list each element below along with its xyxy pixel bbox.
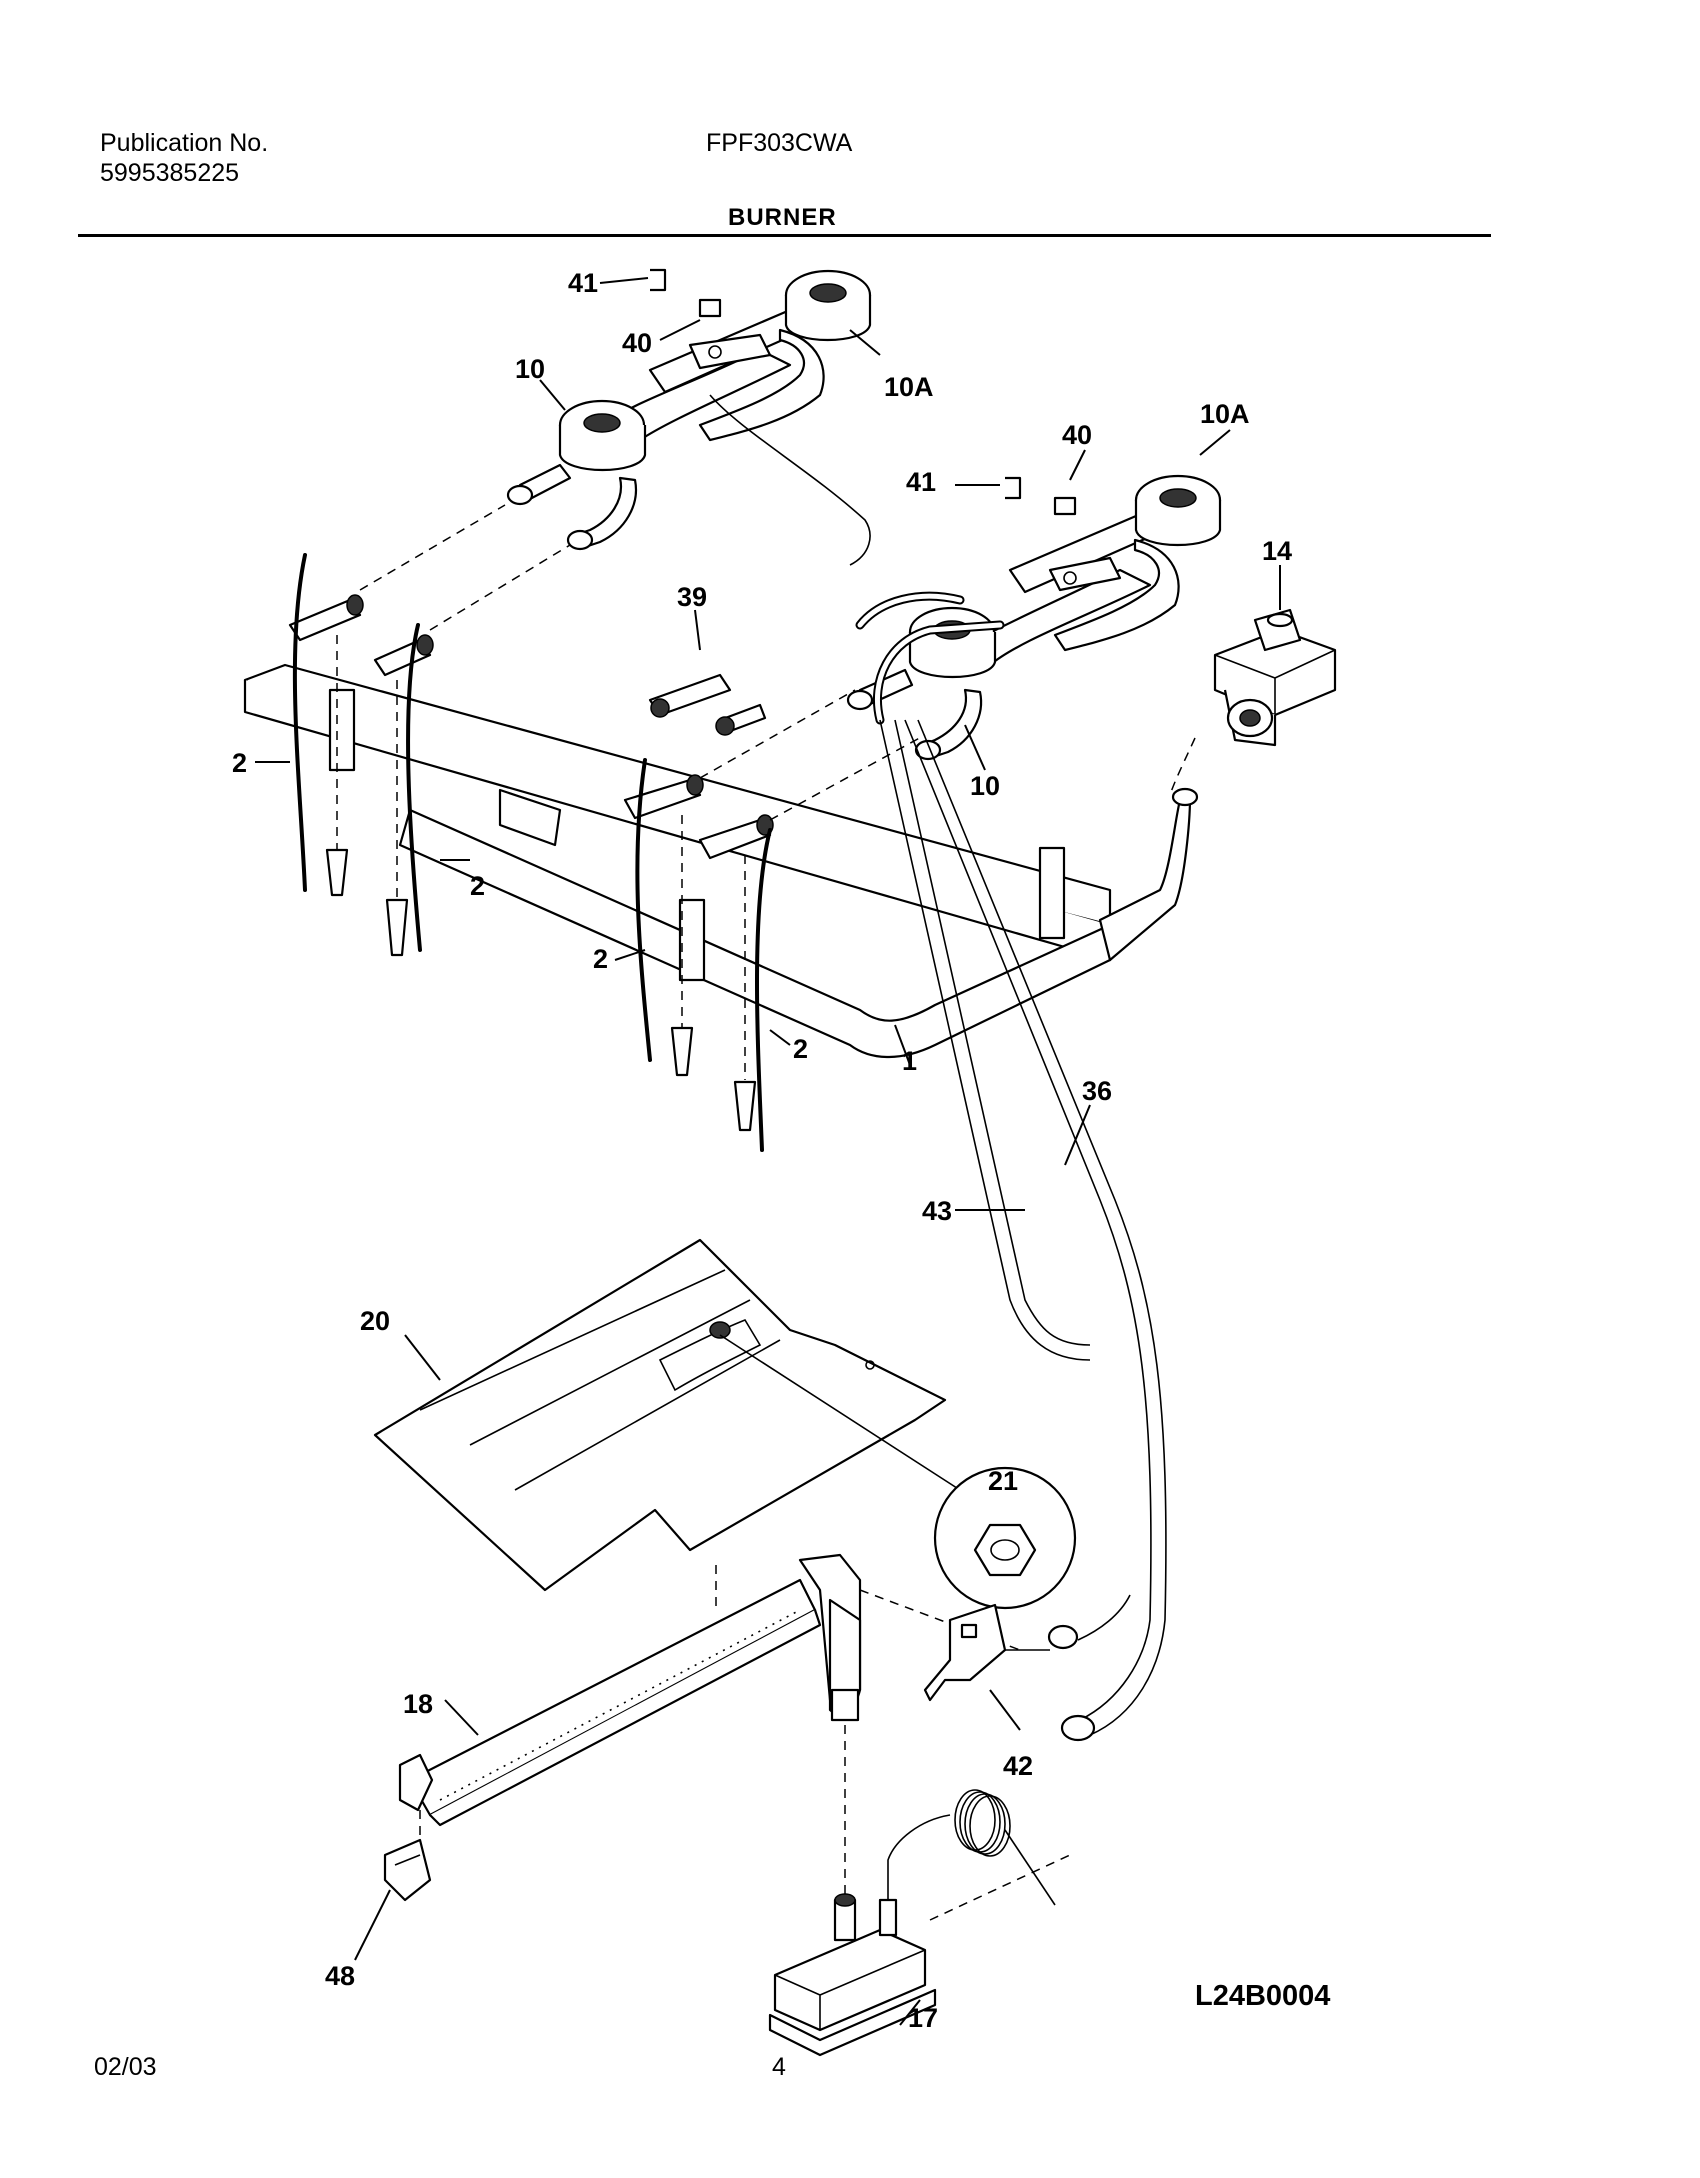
burner-pair-left	[506, 268, 872, 566]
callout-20: 20	[360, 1306, 390, 1336]
callout-40-top: 40	[622, 328, 652, 358]
callout-2-center-inner: 2	[793, 1034, 808, 1064]
pressure-regulator	[1169, 608, 1337, 796]
capillary-coil	[954, 1789, 1056, 1906]
callout-48: 48	[325, 1961, 355, 1991]
callout-42: 42	[1003, 1751, 1033, 1781]
callout-17: 17	[908, 2003, 938, 2033]
igniter-bracket	[923, 1603, 1050, 1702]
orifice-hoods-left	[288, 504, 571, 957]
publication-number: 5995385225	[100, 159, 240, 187]
callout-40-right: 40	[1062, 420, 1092, 450]
callout-41-right: 41	[906, 467, 936, 497]
callout-2-left: 2	[232, 748, 247, 778]
orifice-hoods-center	[623, 673, 926, 1152]
callout-18: 18	[403, 1689, 433, 1719]
callout-2-center: 2	[593, 944, 608, 974]
callout-36: 36	[1082, 1076, 1112, 1106]
oven-burner	[398, 1553, 1021, 1910]
model-number: FPF303CWA	[706, 129, 853, 157]
callout-41-top: 41	[568, 268, 598, 298]
callout-10A-right: 10A	[1200, 399, 1250, 429]
broil-baffle	[373, 1238, 961, 1592]
callout-43: 43	[922, 1196, 952, 1226]
safety-valve	[768, 1789, 1071, 2057]
callout-10-right: 10	[970, 771, 1000, 801]
leader-lines	[255, 277, 1281, 2026]
nut-detail-circle	[933, 1466, 1077, 1610]
footer-date: 02/03	[94, 2053, 157, 2081]
section-title: BURNER	[728, 204, 837, 231]
callout-14: 14	[1262, 536, 1292, 566]
header-rule	[78, 234, 1491, 237]
callout-labels: 41 40 10 10A 41 40 10A 14 39 10 2 2 2 2 …	[232, 268, 1330, 2033]
publication-label: Publication No.	[100, 129, 269, 157]
callout-10-top: 10	[515, 354, 545, 384]
callout-39: 39	[677, 582, 707, 612]
bracket-48	[383, 1838, 432, 1902]
callout-2-left-inner: 2	[470, 871, 485, 901]
burner-pair-right	[846, 474, 1222, 761]
callout-21: 21	[988, 1466, 1018, 1496]
callout-1: 1	[902, 1046, 917, 1076]
footer-page-number: 4	[772, 2053, 786, 2081]
callout-10A-top: 10A	[884, 372, 934, 402]
tubing	[855, 591, 1167, 1742]
drawing-code: L24B0004	[1195, 1980, 1330, 2012]
